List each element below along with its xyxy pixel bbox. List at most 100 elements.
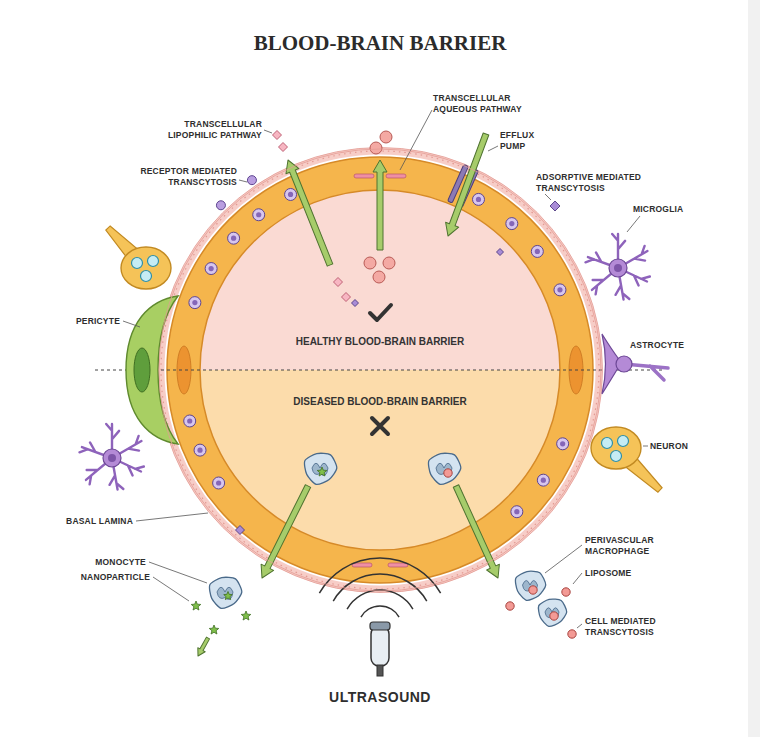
cell-membrane	[209, 577, 241, 608]
vesicle	[511, 506, 523, 518]
callout-label: ASTROCYTE	[630, 340, 730, 351]
callout-label: NEURON	[650, 441, 740, 452]
callout-label: BASAL LAMINA	[13, 516, 133, 527]
vesicle-cargo	[557, 287, 562, 292]
immune-cell	[209, 577, 241, 608]
adsorptive-molecule	[352, 300, 359, 307]
diagram-title: BLOOD-BRAIN BARRIER	[0, 30, 760, 56]
transport-arrow	[441, 132, 492, 239]
synaptic-vesicle	[132, 258, 143, 269]
aqueous-molecule	[370, 142, 382, 154]
immune-cell	[428, 453, 460, 484]
ultrasound-wave	[347, 590, 413, 609]
leader-line	[643, 446, 648, 447]
callout-label: RECEPTOR MEDIATED TRANSCYTOSIS	[132, 166, 237, 187]
transport-arrow	[373, 160, 387, 250]
cell-membrane	[428, 453, 460, 484]
blood-vessel-circle: HEALTHY BLOOD-BRAIN BARRIERDISEASED BLOO…	[158, 148, 602, 592]
cross-mark	[372, 418, 388, 434]
vesicle	[285, 188, 297, 200]
vesicle-cargo	[216, 480, 221, 485]
callout-label: ADSORPTIVE MEDIATED TRANSCYTOSIS	[536, 172, 654, 193]
tight-junction	[386, 174, 406, 178]
synaptic-vesicle	[611, 451, 622, 462]
callout-label: PERIVASCULAR MACROPHAGE	[585, 535, 669, 556]
astrocyte-body	[616, 356, 632, 372]
vesicle	[531, 245, 543, 257]
vesicle-cargo	[209, 266, 214, 271]
liposome	[506, 602, 514, 610]
transport-arrow	[194, 636, 211, 658]
lipophilic-molecule	[342, 293, 351, 302]
vesicle-cargo	[231, 236, 236, 241]
ultrasound-wave	[333, 574, 427, 601]
transducer-head	[370, 622, 390, 630]
leader-line	[239, 180, 247, 182]
neuron-cell	[106, 226, 171, 289]
vesicle-cargo	[288, 192, 293, 197]
vesicle	[205, 263, 217, 275]
vesicle	[557, 438, 569, 450]
microglia-cell	[585, 234, 649, 300]
immune-cell	[538, 599, 566, 626]
liposome	[444, 469, 452, 477]
aqueous-molecule	[373, 271, 385, 283]
pericyte-body	[126, 296, 178, 444]
vesicle	[473, 193, 485, 205]
cell-membrane	[304, 453, 336, 484]
vesicle	[213, 477, 225, 489]
neuron-terminal	[591, 427, 641, 469]
vesicle	[189, 297, 201, 309]
leader-line	[545, 545, 582, 573]
microglia-cell	[79, 424, 143, 490]
aqueous-molecule	[364, 257, 376, 269]
leader-line	[627, 216, 640, 232]
vessel-outline-circle	[159, 149, 601, 591]
microglia-nucleus	[614, 264, 622, 272]
synaptic-vesicle	[148, 256, 159, 267]
callout-label: TRANSCELLULAR LIPOPHILIC PATHWAY	[157, 119, 262, 140]
nanoparticle	[224, 592, 233, 600]
synaptic-vesicle	[141, 271, 152, 282]
vesicle-cargo	[535, 249, 540, 254]
transport-arrow	[282, 157, 337, 267]
ultrasound-wave	[361, 606, 399, 617]
callout-label: ULTRASOUND	[280, 689, 480, 706]
transducer-cable	[377, 665, 383, 676]
leader-line	[400, 110, 432, 170]
adsorptive-molecule	[550, 201, 560, 211]
vessel-outline	[158, 148, 602, 592]
transport-arrow	[450, 483, 505, 581]
cell-nucleus	[217, 587, 233, 599]
transducer-body	[371, 626, 389, 666]
leader-line	[573, 573, 582, 584]
cell-nucleus	[312, 463, 328, 475]
immune-cell	[304, 453, 336, 484]
aqueous-molecule	[380, 131, 392, 143]
vesicle-cargo	[187, 418, 192, 423]
neuron-cell	[591, 427, 662, 492]
vesicle-cargo	[514, 509, 519, 514]
vesicle	[184, 415, 196, 427]
vesicle-cargo	[476, 197, 481, 202]
vesicle	[228, 232, 240, 244]
receptor-ligand	[247, 176, 256, 185]
adsorptive-molecule	[236, 526, 245, 535]
callout-label: PERICYTE	[20, 316, 120, 327]
cell-membrane	[515, 571, 545, 600]
pericyte-nucleus	[134, 348, 150, 392]
vesicle-cargo	[541, 478, 546, 483]
callout-label: CELL MEDIATED TRANSCYTOSIS	[585, 616, 671, 637]
vesicle	[253, 209, 265, 221]
vesicle	[554, 284, 566, 296]
leader-line	[577, 624, 582, 628]
tight-junction	[354, 174, 374, 178]
vesicle	[506, 218, 518, 230]
tight-junction	[352, 563, 372, 567]
nanoparticle	[191, 601, 201, 610]
transport-arrow	[256, 483, 315, 581]
cell-membrane	[538, 599, 566, 626]
